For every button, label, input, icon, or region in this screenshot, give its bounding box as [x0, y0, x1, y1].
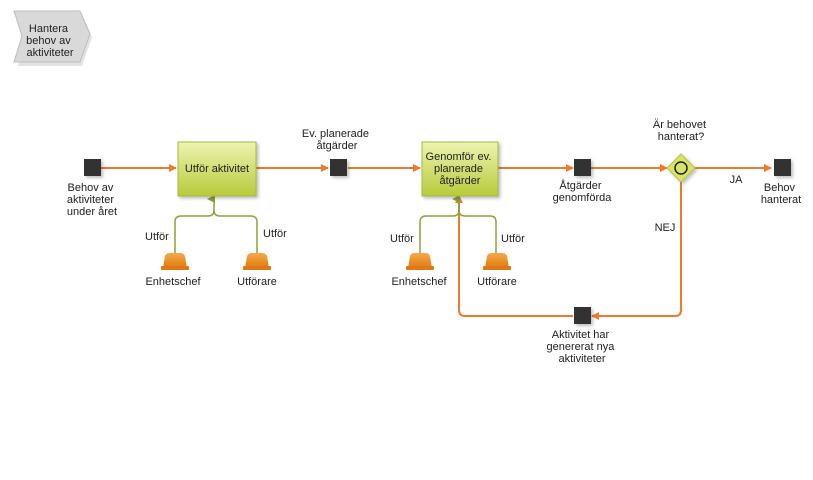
gateway-yes-label: JA	[730, 174, 744, 186]
gateway-no-label: NEJ	[655, 222, 676, 234]
event-end: Behov hanterat	[761, 159, 801, 206]
role-b1-relation: Utför	[390, 233, 414, 245]
role-b2: Utför Utförare	[477, 233, 525, 288]
event-planned: Ev. planerade åtgärder	[302, 128, 372, 176]
role-icon	[485, 253, 509, 268]
role-b1-name: Enhetschef	[391, 276, 447, 288]
event-done: Åtgärder genomförda	[553, 159, 613, 204]
svg-text:Hantera behov av a: Hantera behov av aktiviteter	[26, 23, 74, 59]
process-tag: Hantera behov av aktiviteter	[13, 10, 92, 66]
event-start: Behov av aktiviteter under året	[67, 159, 117, 218]
gateway-needs-handled: Är behovet hanterat? JA NEJ	[653, 119, 743, 234]
svg-text:Genomför ev. planerade: Genomför ev. planerade åtgärder	[426, 151, 495, 187]
role-a2: Utför Utförare	[237, 228, 287, 288]
role-b1: Utför Enhetschef	[390, 233, 447, 288]
activity-perform: Utför aktivitet	[177, 141, 257, 197]
role-b2-name: Utförare	[477, 276, 517, 288]
flow-gateway-no	[591, 182, 682, 320]
role-icon	[163, 253, 187, 268]
tag-line-1: Hantera	[29, 23, 69, 35]
role-a1: Utför Enhetschef	[145, 231, 201, 288]
activity-implement: Genomför ev. planerade åtgärder	[421, 141, 499, 197]
role-a1-name: Enhetschef	[145, 276, 201, 288]
svg-text:Åtgärder genomförda: Åtgärder genomförda	[553, 179, 613, 204]
gateway-circle-icon	[674, 161, 688, 175]
role-b2-relation: Utför	[501, 233, 525, 245]
role-a2-name: Utförare	[237, 276, 277, 288]
tag-line-2: behov av	[26, 35, 71, 47]
flow-loop-back	[455, 195, 573, 317]
svg-text:Är behovet hanterat?: Är behovet hanterat?	[653, 119, 709, 143]
role-icon	[245, 253, 269, 268]
svg-text:Behov av aktiviteter: Behov av aktiviteter under året	[67, 182, 117, 218]
tag-line-3: aktiviteter	[26, 47, 73, 59]
role-a2-relation: Utför	[263, 228, 287, 240]
svg-text:Aktivitet har genererat: Aktivitet har genererat nya aktiviteter	[547, 329, 618, 365]
role-a1-relation: Utför	[145, 231, 169, 243]
svg-text:Behov hanterat: Behov hanterat	[761, 182, 801, 206]
svg-text:Utför aktivitet: Utför aktivitet	[185, 163, 249, 175]
svg-text:Ev. planerade åtgärder: Ev. planerade åtgärder	[302, 128, 372, 152]
role-icon	[408, 253, 432, 268]
sequence-flows	[101, 164, 772, 320]
event-new-activities: Aktivitet har genererat nya aktiviteter	[547, 307, 618, 365]
support-lines	[174, 195, 497, 255]
